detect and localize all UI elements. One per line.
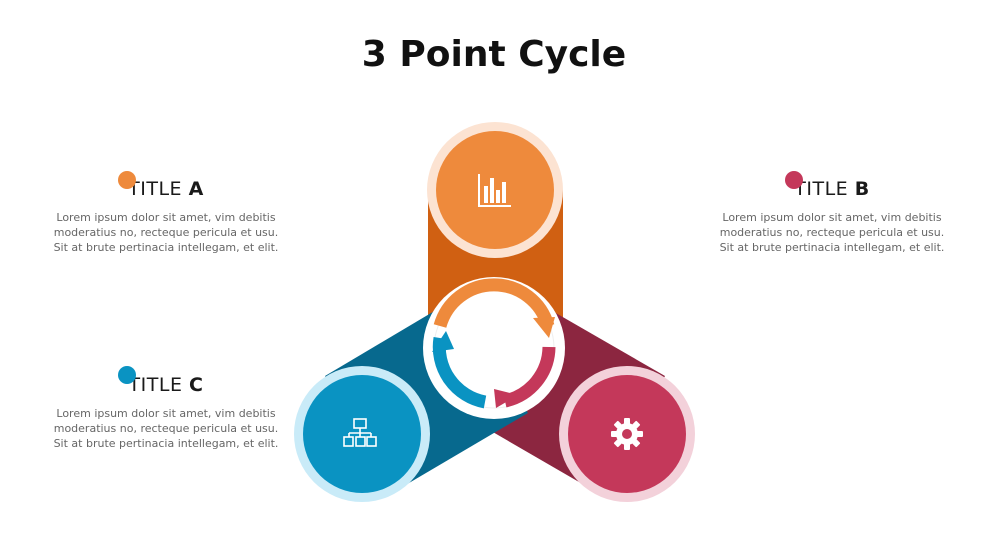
- bar-chart-icon: [478, 174, 511, 207]
- text-block-b: TITLE B Lorem ipsum dolor sit amet, vim …: [712, 171, 952, 255]
- text-block-c: TITLE C Lorem ipsum dolor sit amet, vim …: [46, 366, 286, 451]
- body-b: Lorem ipsum dolor sit amet, vim debitis …: [719, 211, 945, 254]
- title-c: TITLE C: [128, 374, 204, 396]
- body-c: Lorem ipsum dolor sit amet, vim debitis …: [53, 407, 279, 450]
- bullet-dot-a: [118, 171, 136, 189]
- org-chart-icon: [343, 418, 377, 447]
- cycle-arrow-red: [503, 346, 556, 408]
- bullet-dot-c: [118, 366, 136, 384]
- gear-icon: [611, 418, 643, 450]
- page-title: 3 Point Cycle: [361, 34, 627, 75]
- body-a: Lorem ipsum dolor sit amet, vim debitis …: [53, 211, 279, 254]
- center-ring: [423, 277, 565, 419]
- title-b: TITLE B: [794, 178, 870, 200]
- node-c: [294, 366, 430, 502]
- text-block-a: TITLE A Lorem ipsum dolor sit amet, vim …: [46, 171, 286, 255]
- bullet-dot-b: [785, 171, 803, 189]
- title-a: TITLE A: [128, 178, 204, 200]
- cycle-arrow-orange: [433, 278, 555, 328]
- node-a: [427, 122, 563, 258]
